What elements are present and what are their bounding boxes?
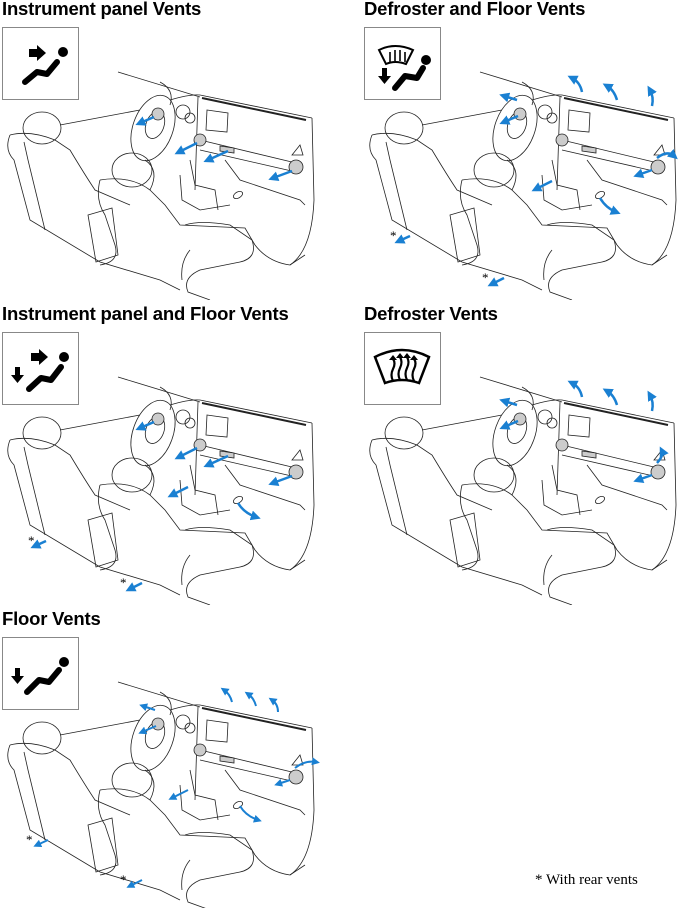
airflow-arrow xyxy=(126,879,143,888)
airflow-arrow xyxy=(531,179,553,192)
instrument-panel-vent-mode-icon xyxy=(2,27,79,100)
airflow-arrow xyxy=(656,446,669,464)
airflow-arrow xyxy=(139,703,156,712)
airflow-arrow xyxy=(268,474,293,486)
airflow-arrow xyxy=(268,697,279,713)
car-interior-illustration xyxy=(362,0,678,300)
rear-vent-asterisk: * xyxy=(390,228,397,243)
defroster-floor-vent-mode-icon xyxy=(364,27,441,100)
airflow-arrow xyxy=(647,390,657,412)
section-title: Instrument panel Vents xyxy=(2,0,202,19)
airflow-arrow xyxy=(268,169,293,181)
car-interior-illustration xyxy=(0,610,320,908)
panel-defroster-and-floor-vents: Defroster and Floor Vents * * xyxy=(362,0,682,300)
airflow-arrow xyxy=(567,75,584,93)
airflow-arrow xyxy=(239,805,262,823)
airflow-arrow xyxy=(244,691,257,707)
airflow-arrow xyxy=(499,114,519,125)
airflow-arrow xyxy=(598,197,621,215)
panel-floor-vents: Floor Vents * * xyxy=(0,608,340,908)
panel-defroster-vents: Defroster Vents xyxy=(362,303,682,605)
rear-vent-asterisk: * xyxy=(120,575,127,590)
airflow-arrow xyxy=(499,397,518,408)
airflow-arrow xyxy=(499,92,518,103)
airflow-arrow xyxy=(499,419,519,430)
airflow-arrow xyxy=(30,539,47,549)
airflow-arrow xyxy=(220,687,233,703)
airflow-arrow xyxy=(487,276,505,287)
panel-instrument-panel-and-floor-vents: Instrument panel and Floor Vents * * xyxy=(0,303,340,605)
section-title: Defroster and Floor Vents xyxy=(364,0,586,19)
airflow-arrow xyxy=(274,778,291,787)
airflow-arrow xyxy=(294,757,320,769)
airflow-arrow xyxy=(394,234,411,244)
airflow-arrow xyxy=(168,789,189,800)
airflow-arrow xyxy=(647,85,657,107)
section-title: Floor Vents xyxy=(2,608,101,629)
airflow-arrow xyxy=(33,839,49,847)
car-interior-illustration xyxy=(362,305,682,605)
airflow-arrow xyxy=(203,454,229,468)
rear-vents-footnote: * With rear vents xyxy=(535,872,638,888)
airflow-arrow xyxy=(656,148,678,160)
car-interior-illustration xyxy=(0,0,340,300)
instrument-panel-floor-vent-mode-icon xyxy=(2,332,79,405)
airflow-arrow xyxy=(633,473,653,484)
airflow-arrow xyxy=(135,420,155,431)
rear-vent-asterisk: * xyxy=(120,872,127,887)
airflow-arrow xyxy=(567,380,584,398)
airflow-arrow xyxy=(174,446,198,460)
airflow-arrow xyxy=(236,502,261,521)
airflow-arrow xyxy=(203,149,229,163)
airflow-arrow xyxy=(602,388,619,406)
rear-vent-asterisk: * xyxy=(28,533,35,548)
floor-vent-mode-icon xyxy=(2,637,79,710)
airflow-arrow xyxy=(633,168,653,179)
airflow-arrow xyxy=(602,83,619,101)
section-title: Defroster Vents xyxy=(364,303,498,324)
airflow-arrow xyxy=(174,141,198,155)
panel-instrument-panel-vents: Instrument panel Vents xyxy=(0,0,340,300)
section-title: Instrument panel and Floor Vents xyxy=(2,303,289,324)
rear-vent-asterisk: * xyxy=(26,832,33,847)
airflow-arrow xyxy=(167,485,189,498)
defroster-vent-mode-icon xyxy=(364,332,441,405)
car-interior-illustration xyxy=(0,305,340,605)
airflow-arrow xyxy=(125,581,143,592)
rear-vent-asterisk: * xyxy=(482,270,489,285)
airflow-arrow xyxy=(135,115,155,126)
airflow-arrow xyxy=(138,725,157,735)
